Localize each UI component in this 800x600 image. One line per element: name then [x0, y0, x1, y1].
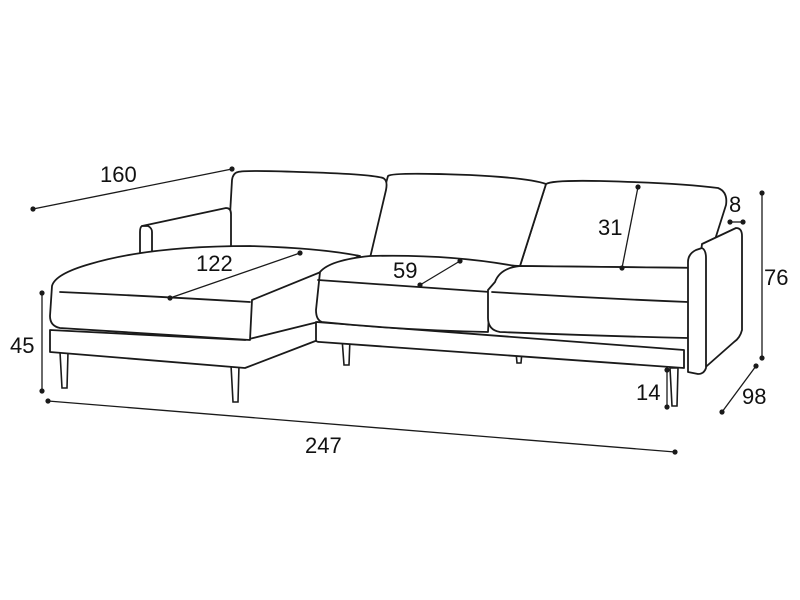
dim-line-chaise-seat-depth — [169, 252, 301, 299]
label-depth: 98 — [742, 384, 766, 409]
label-total-height: 76 — [764, 265, 788, 290]
right-arm-front — [687, 247, 707, 375]
main-base — [315, 321, 685, 369]
back-cushion-left — [227, 170, 388, 259]
dimension-lines — [30, 166, 765, 455]
label-arm-width: 8 — [729, 192, 741, 217]
seat-right-front-edge — [491, 291, 689, 303]
label-seat-height: 45 — [10, 333, 34, 358]
dim-line-seat-depth — [419, 260, 461, 286]
label-chaise-seat-depth: 122 — [196, 251, 233, 276]
back-cushion-right — [519, 179, 728, 269]
leg-chaise-front — [230, 364, 240, 403]
label-leg-height: 14 — [636, 380, 660, 405]
main-seats — [315, 254, 707, 369]
dim-line-depth — [721, 365, 757, 413]
back-cushion-middle — [364, 172, 547, 267]
right-arm-side — [699, 227, 743, 373]
backrest — [227, 170, 728, 269]
dim-line-overall-width — [47, 400, 676, 453]
label-chaise-length: 160 — [100, 162, 137, 187]
seat-cushion-right — [487, 265, 707, 339]
chaise-seat — [49, 245, 361, 369]
dim-line-back-height — [621, 186, 639, 269]
seat-middle-front-edge — [317, 279, 491, 293]
label-overall-width: 247 — [305, 433, 342, 458]
right-arm — [687, 227, 743, 375]
chaise-cushion-front-edge — [59, 291, 251, 303]
leg-front-left — [59, 351, 69, 389]
chaise-cushion — [49, 245, 361, 341]
leg-front-right — [669, 367, 679, 407]
dimension-labels: 160 122 59 31 8 76 45 14 98 247 — [10, 162, 788, 458]
label-back-height: 31 — [598, 215, 622, 240]
dim-line-chaise-length — [32, 168, 233, 210]
label-seat-depth: 59 — [393, 258, 417, 283]
